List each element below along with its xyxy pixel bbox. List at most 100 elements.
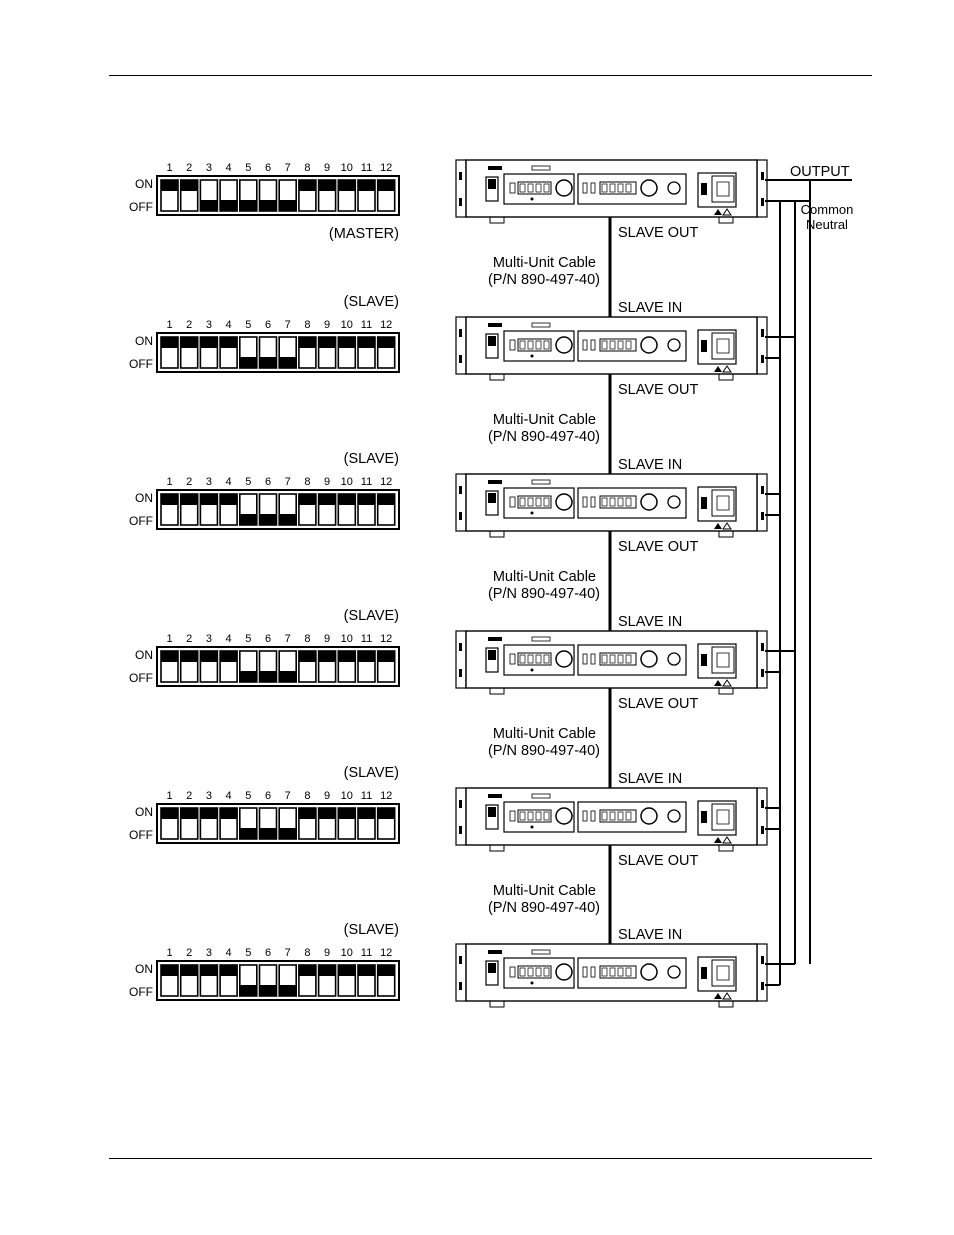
current-knob[interactable] — [640, 179, 658, 197]
frequency-knob[interactable] — [667, 338, 681, 352]
frequency-knob[interactable] — [667, 495, 681, 509]
dip-switch[interactable] — [298, 179, 317, 212]
output-switch[interactable] — [701, 654, 707, 666]
dip-switch[interactable] — [258, 336, 278, 369]
dip-switch[interactable] — [179, 336, 199, 369]
output-switch[interactable] — [701, 967, 707, 979]
dip-switch[interactable] — [278, 336, 298, 369]
mode-switch[interactable] — [582, 810, 588, 822]
voltage-knob[interactable] — [555, 807, 573, 825]
mode-switch[interactable] — [590, 653, 596, 665]
dip-switch[interactable] — [199, 336, 219, 369]
mode-switch[interactable] — [582, 653, 588, 665]
mode-switch[interactable] — [582, 496, 588, 508]
dip-switch[interactable] — [357, 807, 376, 840]
dip-switch[interactable] — [160, 964, 179, 997]
voltage-knob[interactable] — [555, 336, 573, 354]
range-switch[interactable] — [509, 653, 516, 665]
dip-switch[interactable] — [239, 807, 258, 840]
output-socket[interactable] — [711, 959, 735, 987]
dip-switch[interactable] — [258, 179, 278, 212]
dip-switch[interactable] — [199, 493, 219, 526]
dip-switch[interactable] — [298, 493, 317, 526]
voltage-knob[interactable] — [555, 650, 573, 668]
voltage-knob[interactable] — [555, 179, 573, 197]
mode-switch[interactable] — [590, 496, 596, 508]
dip-switch[interactable] — [239, 650, 258, 683]
dip-switch[interactable] — [376, 336, 396, 369]
dip-switch[interactable] — [239, 493, 258, 526]
dip-switch[interactable] — [179, 964, 199, 997]
mode-switch[interactable] — [590, 810, 596, 822]
dip-switch[interactable] — [376, 964, 396, 997]
dip-switch[interactable] — [298, 807, 317, 840]
dip-switch[interactable] — [160, 650, 179, 683]
dip-switch[interactable] — [357, 336, 376, 369]
dip-switch[interactable] — [219, 650, 238, 683]
voltage-knob[interactable] — [555, 493, 573, 511]
dip-switch[interactable] — [337, 179, 357, 212]
output-socket[interactable] — [711, 646, 735, 674]
dip-switch[interactable] — [376, 807, 396, 840]
mode-switch[interactable] — [582, 182, 588, 194]
dip-switch[interactable] — [357, 179, 376, 212]
current-knob[interactable] — [640, 493, 658, 511]
range-switch[interactable] — [509, 810, 516, 822]
dip-switch[interactable] — [258, 964, 278, 997]
dip-switch[interactable] — [317, 650, 337, 683]
frequency-knob[interactable] — [667, 181, 681, 195]
dip-switch[interactable] — [357, 493, 376, 526]
dip-switch[interactable] — [258, 650, 278, 683]
dip-switch[interactable] — [199, 179, 219, 212]
dip-switch[interactable] — [179, 807, 199, 840]
dip-switch[interactable] — [219, 964, 238, 997]
dip-switch[interactable] — [239, 964, 258, 997]
mode-switch[interactable] — [582, 339, 588, 351]
dip-switch[interactable] — [337, 336, 357, 369]
dip-switch[interactable] — [376, 493, 396, 526]
dip-switch[interactable] — [160, 336, 179, 369]
dip-switch[interactable] — [337, 650, 357, 683]
frequency-knob[interactable] — [667, 652, 681, 666]
dip-switch[interactable] — [376, 179, 396, 212]
dip-switch[interactable] — [357, 964, 376, 997]
output-switch[interactable] — [701, 497, 707, 509]
dip-switch[interactable] — [199, 650, 219, 683]
dip-switch[interactable] — [357, 650, 376, 683]
dip-switch[interactable] — [337, 493, 357, 526]
dip-switch[interactable] — [179, 650, 199, 683]
dip-switch[interactable] — [298, 336, 317, 369]
dip-switch[interactable] — [219, 179, 238, 212]
current-knob[interactable] — [640, 336, 658, 354]
current-knob[interactable] — [640, 807, 658, 825]
output-switch[interactable] — [701, 811, 707, 823]
mode-switch[interactable] — [582, 966, 588, 978]
mode-switch[interactable] — [590, 966, 596, 978]
dip-switch[interactable] — [258, 807, 278, 840]
dip-switch[interactable] — [199, 964, 219, 997]
dip-switch[interactable] — [219, 493, 238, 526]
dip-switch[interactable] — [160, 493, 179, 526]
current-knob[interactable] — [640, 650, 658, 668]
dip-switch[interactable] — [278, 493, 298, 526]
output-socket[interactable] — [711, 803, 735, 831]
range-switch[interactable] — [509, 496, 516, 508]
dip-switch[interactable] — [317, 336, 337, 369]
output-socket[interactable] — [711, 332, 735, 360]
range-switch[interactable] — [509, 966, 516, 978]
dip-switch[interactable] — [298, 650, 317, 683]
dip-switch[interactable] — [179, 493, 199, 526]
mode-switch[interactable] — [590, 339, 596, 351]
dip-switch[interactable] — [317, 807, 337, 840]
frequency-knob[interactable] — [667, 965, 681, 979]
dip-switch[interactable] — [258, 493, 278, 526]
dip-switch[interactable] — [278, 179, 298, 212]
dip-switch[interactable] — [239, 336, 258, 369]
output-switch[interactable] — [701, 183, 707, 195]
dip-switch[interactable] — [219, 336, 238, 369]
current-knob[interactable] — [640, 963, 658, 981]
dip-switch[interactable] — [376, 650, 396, 683]
dip-switch[interactable] — [160, 807, 179, 840]
dip-switch[interactable] — [219, 807, 238, 840]
dip-switch[interactable] — [317, 179, 337, 212]
